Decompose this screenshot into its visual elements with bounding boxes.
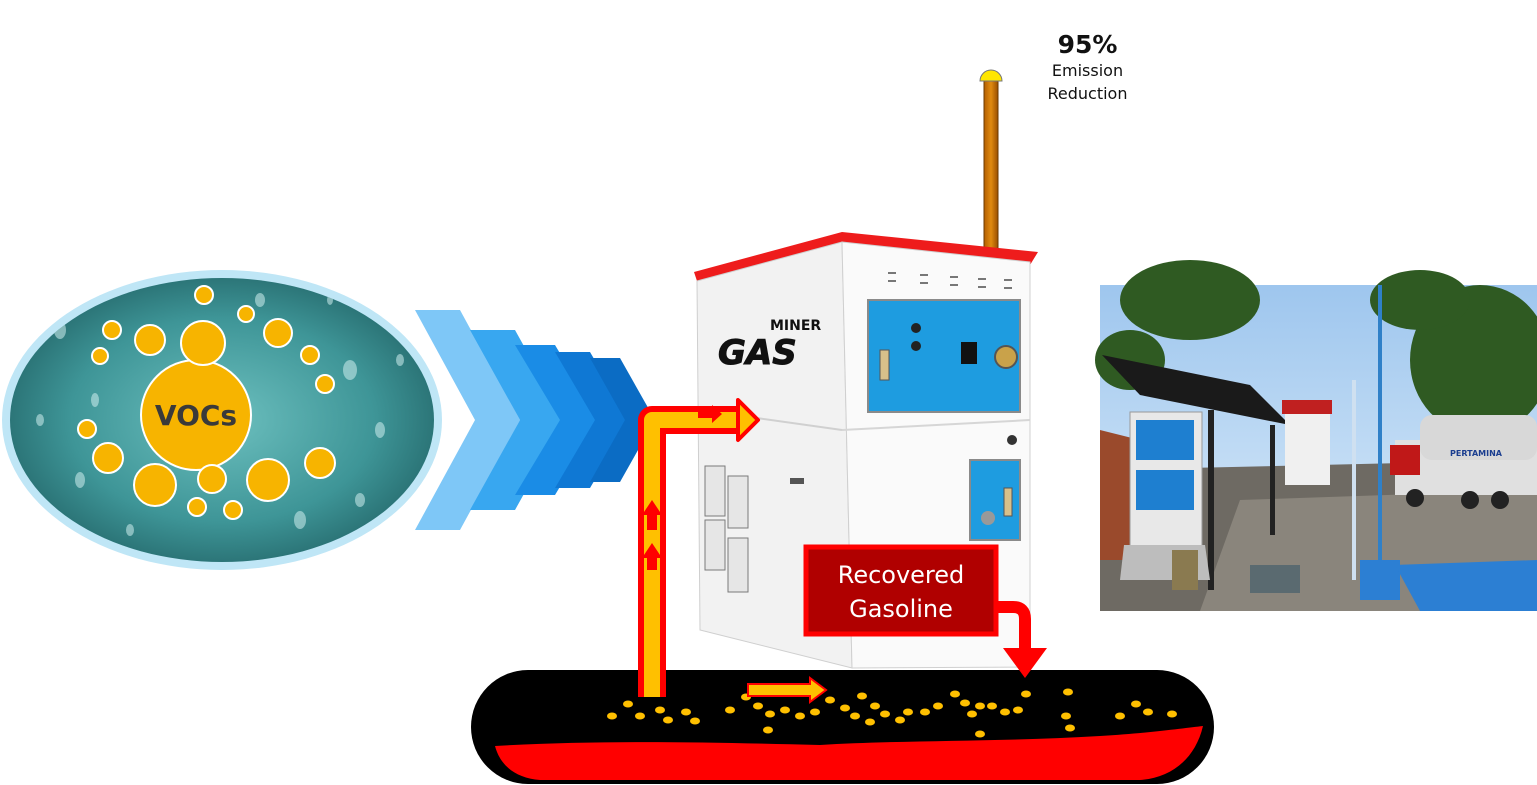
svg-text:MINER: MINER [770,318,821,334]
emission-label-line2: Reduction [1047,84,1128,103]
chevron-3 [515,345,600,495]
site-photo: PERTAMINA [1095,260,1537,611]
voc-label: VOCs [155,399,237,432]
recovered-line2: Gasoline [849,595,953,623]
chevron-1 [415,310,520,530]
vapor-return-pipe [638,398,828,704]
gasoline-liquid [495,726,1203,780]
chevron-2 [470,330,565,510]
svg-text:GAS: GAS [718,333,797,373]
brand-logo: GAS MINER [718,318,822,374]
chevron-4 [555,352,630,488]
down-arrow-icon [1003,648,1047,678]
emission-percent: 95% [1057,30,1118,59]
up-arrow-icon [642,500,662,530]
exhaust-stack [979,69,1003,259]
underground-tank [471,670,1214,784]
voc-oval [2,270,442,570]
emission-label-line1: Emission [1051,61,1124,80]
flow-chevrons [415,310,655,530]
tanker-brand-text: PERTAMINA [1450,449,1503,458]
voc-bubbles [77,285,336,520]
vapor-droplets [607,688,1177,738]
recovered-gasoline-box [803,544,999,637]
up-arrow-icon [642,543,662,570]
right-arrow-icon [698,405,722,423]
water-droplet-texture [36,293,404,536]
gasoline-return-pipe [995,601,1047,678]
emission-stat: 95% Emission Reduction [1030,30,1145,105]
side-grilles [704,465,749,593]
pipe-arrow-head [736,398,760,442]
top-vents [888,272,1012,289]
recovered-line1: Recovered [838,561,965,589]
tank-flow-arrow-icon [747,676,828,704]
display-window [961,342,977,364]
